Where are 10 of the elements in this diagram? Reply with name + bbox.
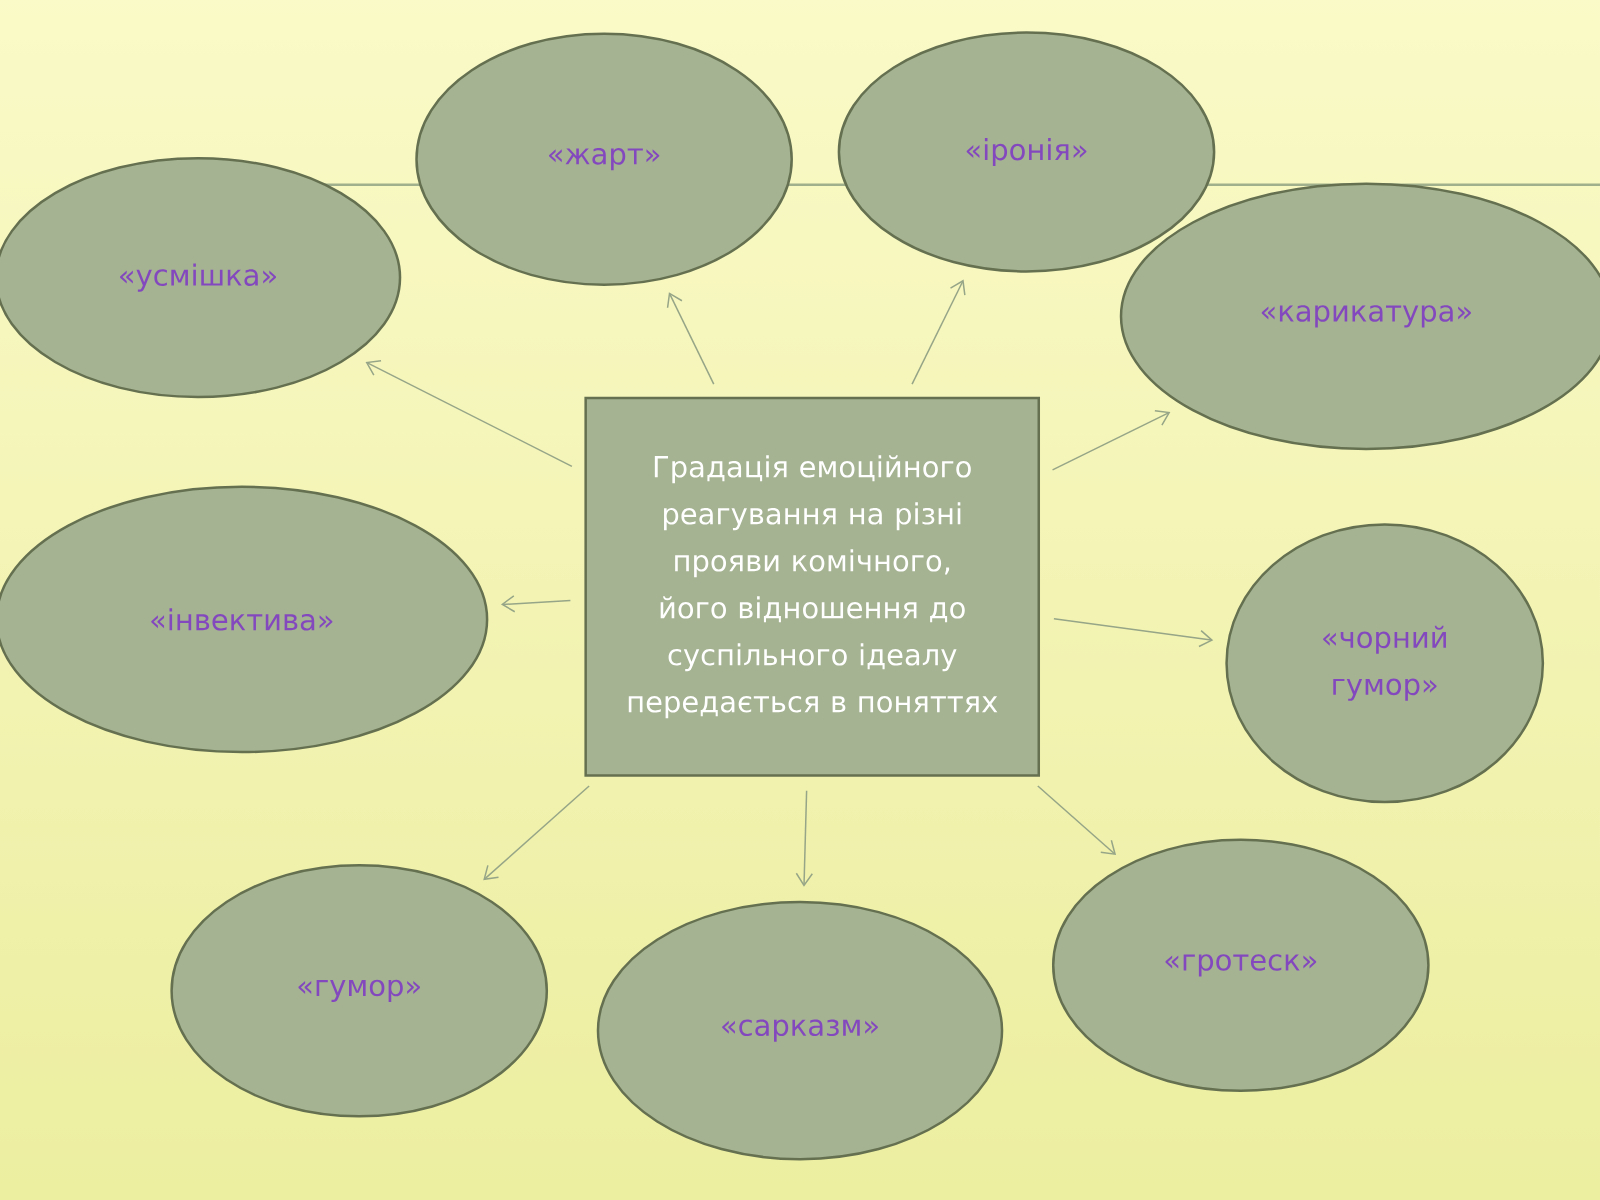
arrow	[666, 292, 715, 385]
arrow	[365, 360, 573, 468]
arrow	[483, 785, 590, 881]
arrow	[911, 279, 966, 385]
concept-box: Градація емоційного реагування на різні прояви комічного, його відношення до суспільного ідеалу передається в поняттях	[584, 396, 1040, 777]
arrow	[500, 595, 572, 613]
arrow	[795, 790, 814, 887]
arrow	[1037, 785, 1117, 856]
arrow	[1053, 618, 1214, 648]
arrow	[1051, 409, 1171, 471]
